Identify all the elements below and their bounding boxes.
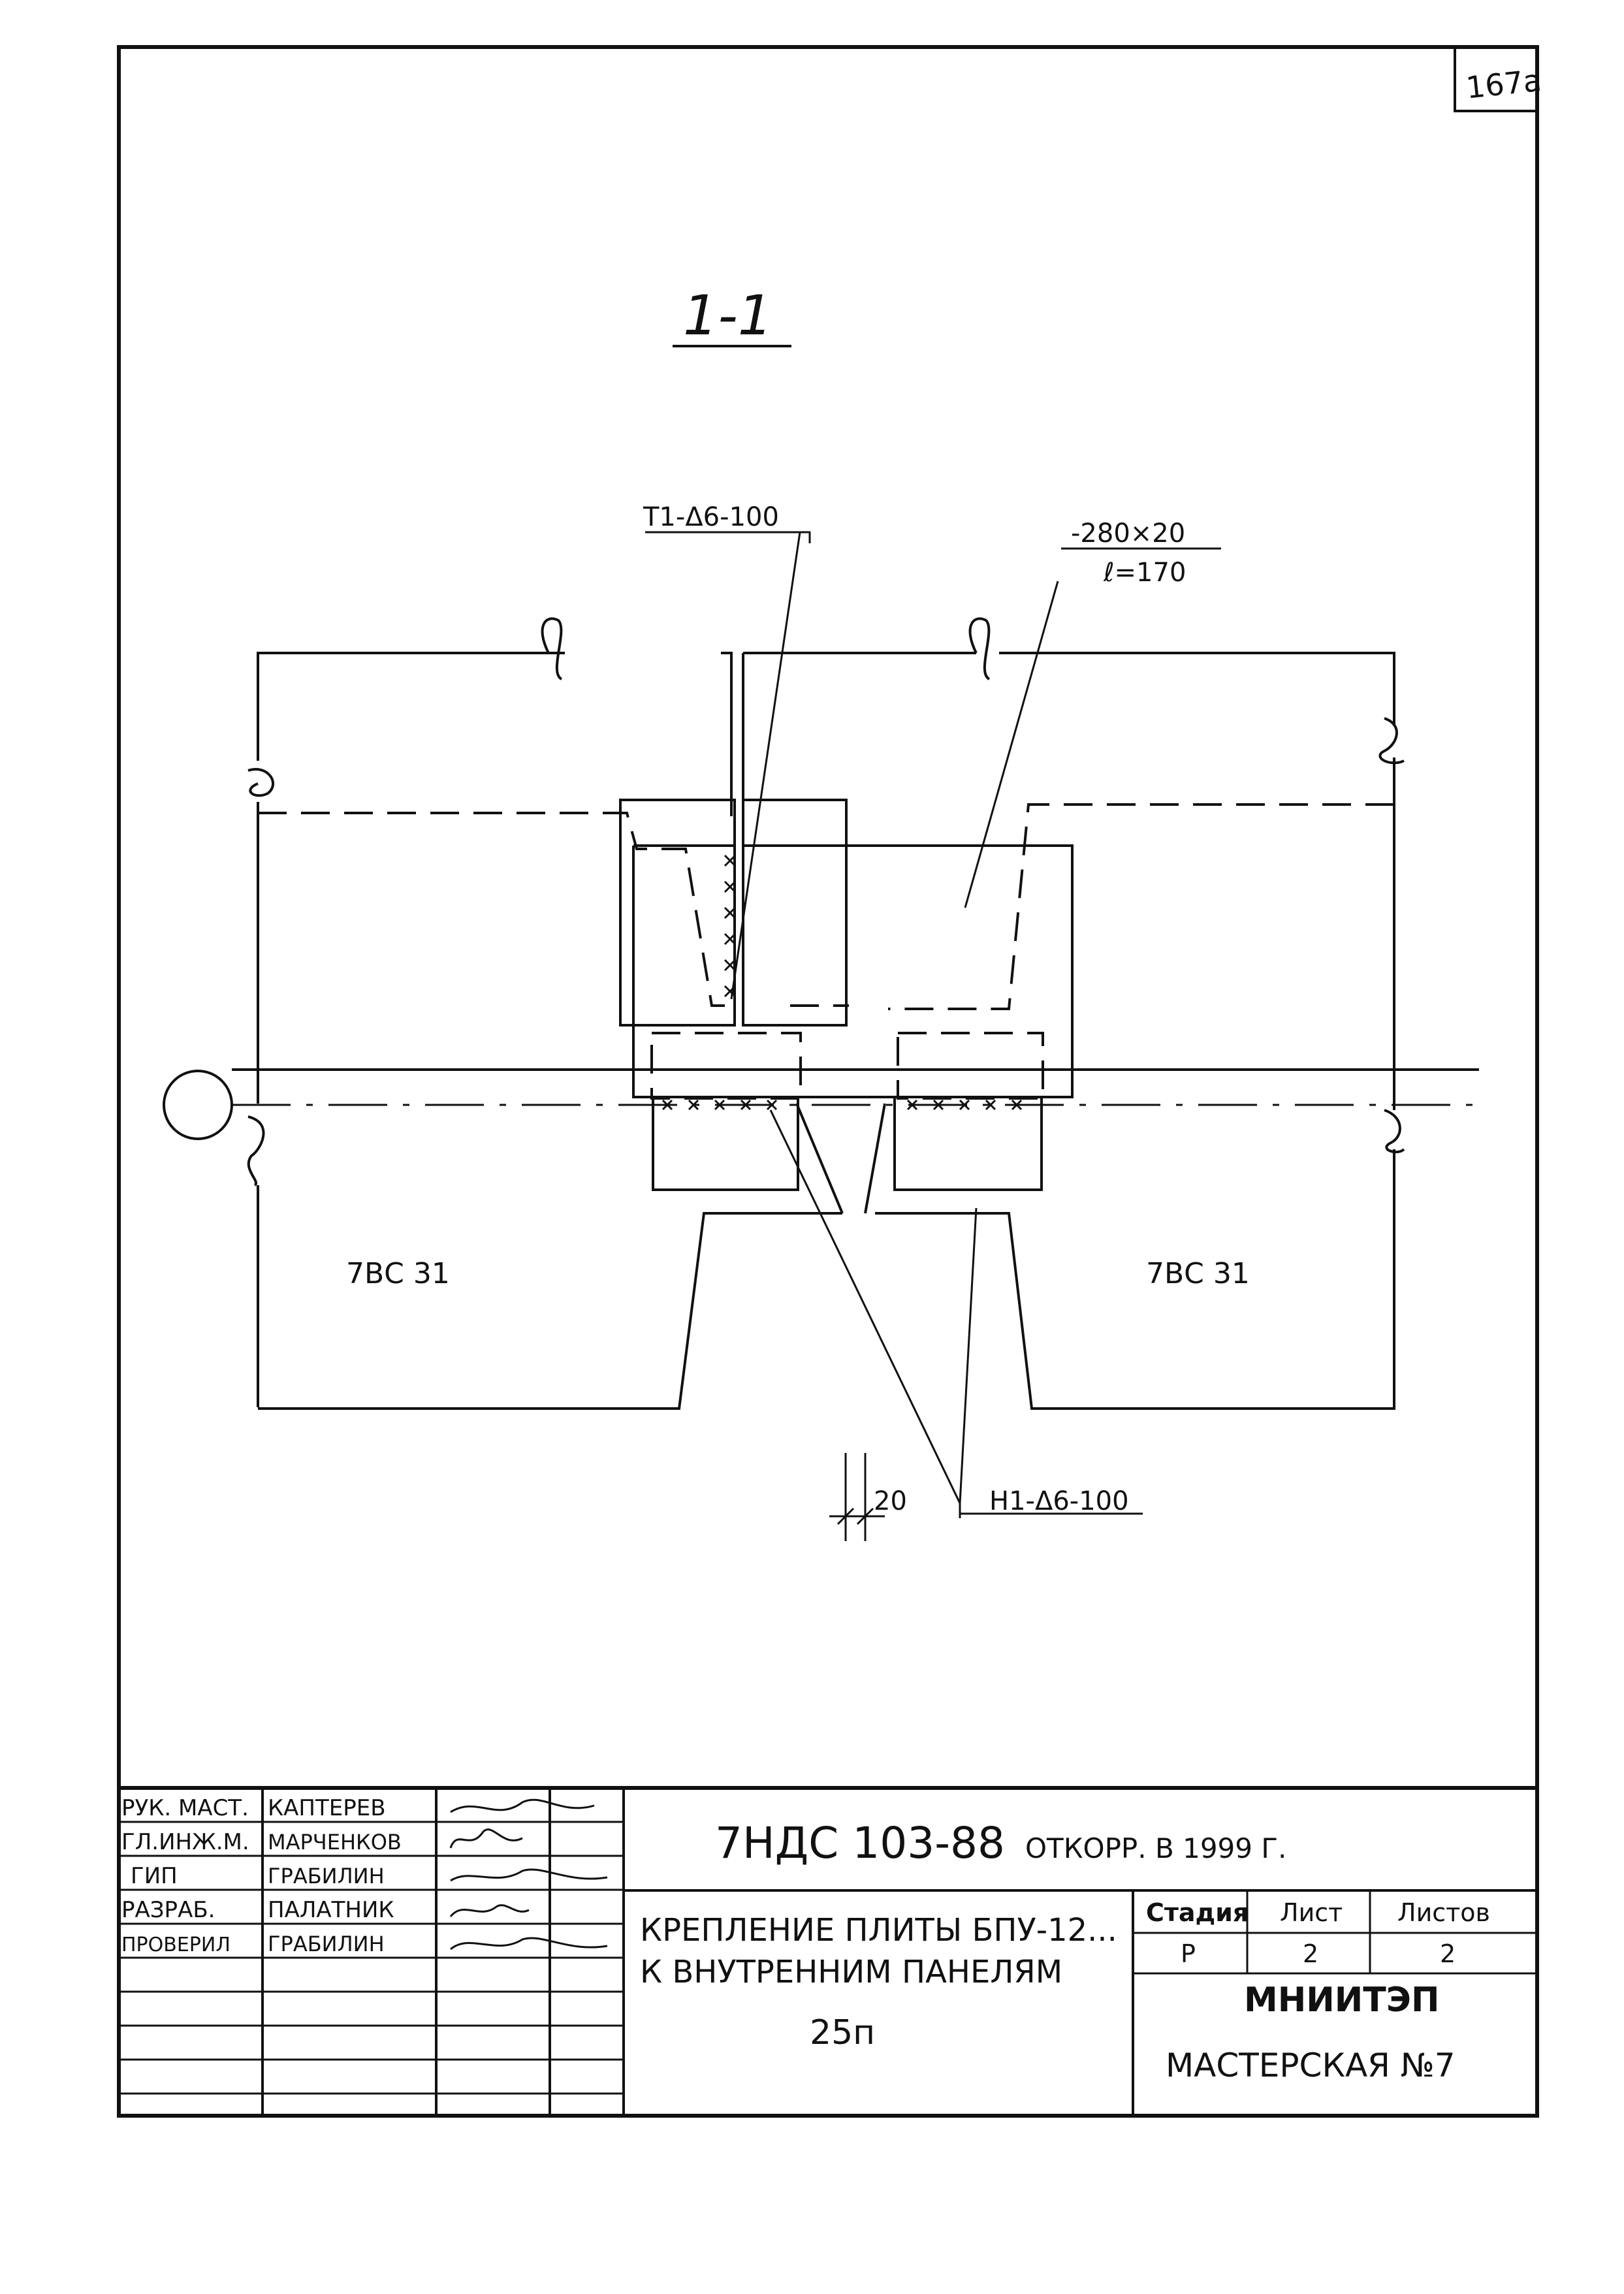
section-drawing: Т1-Δ6-100 -280×20 ℓ=170 Н1-Δ6-100 20 7ВС… xyxy=(163,502,1479,1541)
callout-bottom: Н1-Δ6-100 xyxy=(989,1486,1129,1516)
sheet-number: 167a xyxy=(1464,63,1543,106)
name-2: МАРЧЕНКОВ xyxy=(268,1830,402,1855)
sheet-label: Лист xyxy=(1280,1898,1343,1927)
callout-plate-len: ℓ=170 xyxy=(1103,558,1186,588)
panel-label-left: 7ВС 31 xyxy=(346,1257,450,1290)
name-3: ГРАБИЛИН xyxy=(268,1864,385,1888)
sheet-frame xyxy=(117,45,1539,2118)
gap-left-slope xyxy=(795,1103,844,1214)
drawing-title-line1: КРЕПЛЕНИЕ ПЛИТЫ БПУ-12... xyxy=(640,1912,1117,1949)
workshop: МАСТЕРСКАЯ №7 xyxy=(1166,2047,1456,2084)
right-dashed-outline xyxy=(888,803,1394,1010)
role-3: ГИП xyxy=(131,1863,178,1889)
left-break xyxy=(541,617,563,680)
role-4: РАЗРАБ. xyxy=(121,1897,215,1923)
signatures xyxy=(449,1798,608,1951)
name-4: ПАЛАТНИК xyxy=(268,1897,394,1923)
sheets-label: Листов xyxy=(1397,1898,1490,1927)
title-block: РУК. МАСТ. ГЛ.ИНЖ.М. ГИП РАЗРАБ. ПРОВЕРИ… xyxy=(119,1786,1537,2116)
left-lower-block xyxy=(652,1098,799,1191)
sheet-number-box: 167a xyxy=(1454,47,1543,112)
right-lower-block xyxy=(893,1098,1043,1191)
section-title: 1-1 xyxy=(683,283,772,347)
name-1: КАПТЕРЕВ xyxy=(268,1795,386,1821)
weld-vertical xyxy=(724,854,737,998)
right-break-low xyxy=(1384,1109,1405,1154)
panel-label-right: 7ВС 31 xyxy=(1146,1257,1250,1290)
stage-value: Р xyxy=(1181,1939,1196,1968)
revision-note: ОТКОРР. В 1999 Г. xyxy=(1025,1832,1286,1864)
leader-top-left xyxy=(645,531,811,1000)
right-break-side xyxy=(1378,717,1405,765)
drawing-subtitle: 25п xyxy=(810,2013,875,2052)
leader-top-right xyxy=(964,547,1221,908)
left-dashed-outline xyxy=(258,812,725,1007)
gap-right-slope xyxy=(864,1103,886,1214)
left-upper-block xyxy=(619,799,736,1027)
right-break-top xyxy=(968,617,991,680)
organization: МНИИТЭП xyxy=(1244,1981,1439,2020)
doc-code: 7НДС 103-88 xyxy=(715,1818,1005,1868)
left-panel-outline xyxy=(257,652,842,1410)
callout-top-left: Т1-Δ6-100 xyxy=(643,502,779,532)
right-panel-outline xyxy=(742,652,1395,1410)
gap-dimension xyxy=(829,1453,885,1541)
role-1: РУК. МАСТ. xyxy=(121,1795,249,1821)
callout-plate-dim: -280×20 xyxy=(1071,518,1185,549)
right-lower-dashed xyxy=(897,1032,1044,1100)
axis-marker-circle xyxy=(163,1070,233,1140)
name-5: ГРАБИЛИН xyxy=(268,1932,385,1956)
callout-gap-dim: 20 xyxy=(874,1486,907,1516)
role-5: ПРОВЕРИЛ xyxy=(121,1934,231,1956)
center-plate xyxy=(632,844,1074,1098)
drawing-title-line2: К ВНУТРЕННИМ ПАНЕЛЯМ xyxy=(640,1954,1062,1990)
role-2: ГЛ.ИНЖ.М. xyxy=(121,1829,249,1855)
stage-label: Стадия xyxy=(1146,1898,1249,1927)
left-lower-dashed xyxy=(650,1032,802,1100)
left-break-side xyxy=(247,768,275,797)
leader-bottom xyxy=(769,1109,1143,1518)
left-break-low xyxy=(247,1115,265,1187)
sheet-value: 2 xyxy=(1303,1939,1318,1968)
sheets-value: 2 xyxy=(1440,1939,1456,1968)
right-upper-block xyxy=(742,799,848,1027)
